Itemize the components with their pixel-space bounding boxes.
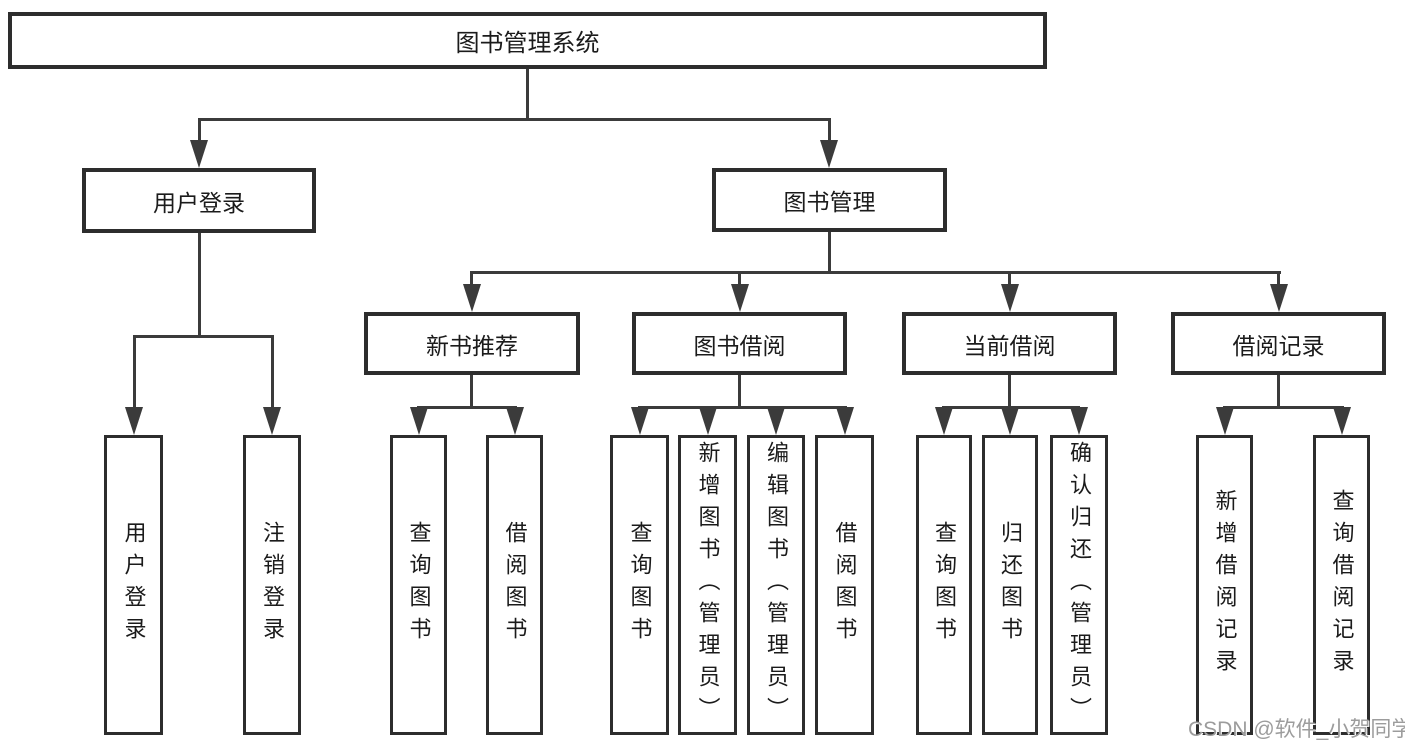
connector-line [526,69,529,121]
leaf-borrow-books-borrowing: 借阅图书 [815,435,874,735]
leaf-confirm-return-admin-label: 确认归还（管理员） [1067,441,1092,729]
leaf-query-books-borrowing-label: 查询图书 [627,521,653,649]
connector-line [198,118,831,121]
connector-line [1277,274,1280,286]
arrow-down-icon [1001,407,1019,435]
connector-line [1223,406,1344,409]
leaf-return-book-label: 归还图书 [998,521,1023,649]
leaf-add-book-admin-label: 新增图书（管理员） [695,441,721,729]
connector-line [470,274,473,286]
leaf-query-books-current: 查询图书 [916,435,972,735]
arrow-down-icon [506,407,524,435]
connector-line [828,232,831,274]
leaf-add-book-admin: 新增图书（管理员） [678,435,737,735]
node-root: 图书管理系统 [8,12,1047,69]
leaf-logout: 注销登录 [243,435,301,735]
leaf-add-borrow-record: 新增借阅记录 [1196,435,1253,735]
arrow-down-icon [1270,284,1288,312]
connector-line [638,406,847,409]
arrow-down-icon [1216,407,1234,435]
leaf-edit-book-admin-label: 编辑图书（管理员） [764,441,789,729]
node-book-management-label: 图书管理 [783,189,876,215]
arrow-down-icon [935,407,953,435]
connector-line [1008,375,1011,409]
connector-line [133,338,136,407]
leaf-edit-book-admin: 编辑图书（管理员） [747,435,805,735]
node-user-login: 用户登录 [82,168,316,233]
arrow-down-icon [263,407,281,435]
leaf-user-login: 用户登录 [104,435,163,735]
connector-line [738,274,741,286]
node-current-borrowing-label: 当前借阅 [963,332,1056,359]
connector-line [198,233,201,337]
leaf-query-books-borrowing: 查询图书 [610,435,669,735]
node-book-borrowing-label: 图书借阅 [693,332,786,359]
connector-line [417,406,517,409]
node-book-borrowing: 图书借阅 [632,312,847,375]
arrow-down-icon [631,407,649,435]
leaf-return-book: 归还图书 [982,435,1038,735]
arrow-down-icon [1333,407,1351,435]
leaf-query-borrow-record: 查询借阅记录 [1313,435,1370,735]
connector-line [470,375,473,409]
node-user-login-label: 用户登录 [153,189,245,216]
node-book-management: 图书管理 [712,168,947,232]
node-borrowing-records-label: 借阅记录 [1232,332,1325,359]
leaf-borrow-books-recommend: 借阅图书 [486,435,543,735]
arrow-down-icon [1070,407,1088,435]
leaf-query-books-recommend-label: 查询图书 [406,521,432,649]
node-current-borrowing: 当前借阅 [902,312,1117,375]
leaf-add-borrow-record-label: 新增借阅记录 [1212,489,1238,681]
connector-line [133,335,274,338]
leaf-user-login-label: 用户登录 [121,521,147,649]
leaf-query-books-recommend: 查询图书 [390,435,447,735]
arrow-down-icon [820,140,838,168]
leaf-query-books-current-label: 查询图书 [932,521,957,649]
connector-line [1277,375,1280,409]
connector-line [738,375,741,409]
arrow-down-icon [1001,284,1019,312]
connector-line [1008,274,1011,286]
connector-line [470,271,1281,274]
arrow-down-icon [190,140,208,168]
connector-line [198,121,201,142]
arrow-down-icon [731,284,749,312]
arrow-down-icon [125,407,143,435]
arrow-down-icon [463,284,481,312]
node-root-label: 图书管理系统 [455,30,600,57]
arrow-down-icon [836,407,854,435]
leaf-borrow-books-borrowing-label: 借阅图书 [832,521,858,649]
arrow-down-icon [699,407,717,435]
arrow-down-icon [767,407,785,435]
connector-line [271,338,274,407]
leaf-query-borrow-record-label: 查询借阅记录 [1329,489,1355,681]
node-borrowing-records: 借阅记录 [1171,312,1386,375]
connector-line [828,121,831,142]
leaf-borrow-books-recommend-label: 借阅图书 [502,521,528,649]
arrow-down-icon [410,407,428,435]
leaf-confirm-return-admin: 确认归还（管理员） [1050,435,1108,735]
node-new-book-recommend: 新书推荐 [364,312,580,375]
csdn-watermark: CSDN @软件_小贺同学 [1188,718,1405,741]
leaf-logout-label: 注销登录 [260,521,285,649]
node-new-book-recommend-label: 新书推荐 [426,332,518,359]
